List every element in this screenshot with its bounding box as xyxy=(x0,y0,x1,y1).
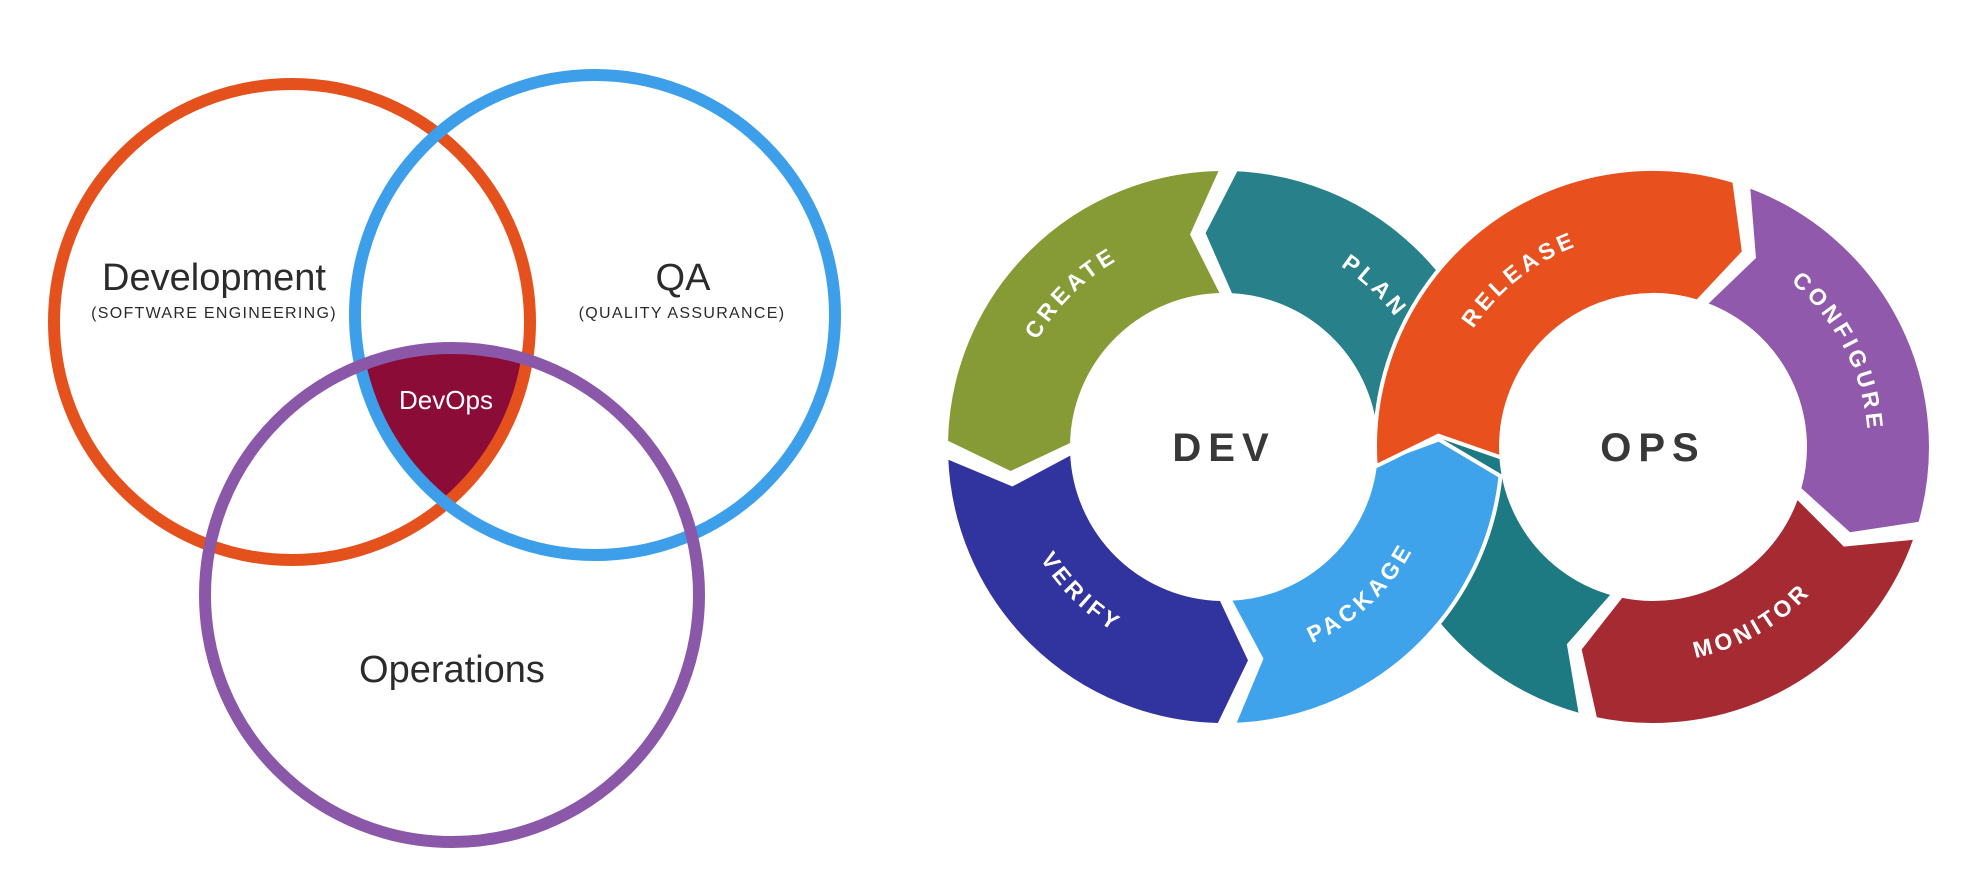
venn-sublabel-development: (SOFTWARE ENGINEERING) xyxy=(91,305,337,322)
ring-center-label-ops: OPS xyxy=(1600,426,1705,470)
venn-circle-development xyxy=(48,78,536,566)
venn-circle-qa xyxy=(349,69,841,561)
devops-loop-diagram: PLANPACKAGERELEASECREATEVERIFYCONFIGUREM… xyxy=(943,166,1933,728)
venn-sublabel-qa: (QUALITY ASSURANCE) xyxy=(579,305,786,322)
ring-hole-ops xyxy=(1501,295,1805,599)
ring-hole-dev xyxy=(1072,295,1376,599)
devops-intersection-label: DevOps xyxy=(399,385,493,415)
venn-label-operations: Operations xyxy=(359,649,545,691)
devops-intersection-region xyxy=(360,348,527,504)
venn-label-qa: QA xyxy=(656,257,712,299)
ring-center-label-dev: DEV xyxy=(1172,426,1275,470)
venn-diagram: Development (SOFTWARE ENGINEERING) QA (QUAL… xyxy=(48,69,841,848)
venn-label-development: Development xyxy=(102,257,326,299)
venn-circle-operations xyxy=(199,342,705,848)
